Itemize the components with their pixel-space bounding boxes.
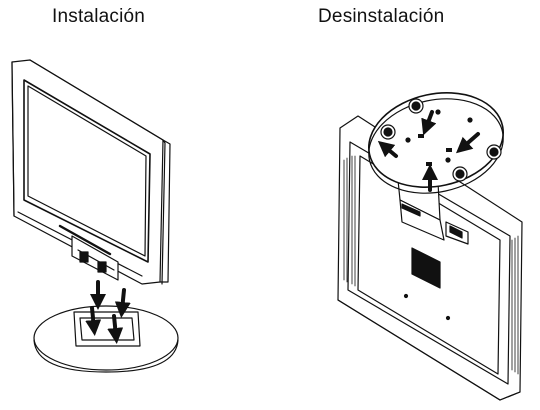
arrow-down-icon (107, 314, 124, 344)
monitor-stand-neck (71, 235, 119, 281)
uninstallation-figure (337, 92, 523, 401)
stand-base-plate (368, 92, 504, 194)
arrow-left-down-icon (455, 132, 480, 154)
stand-base (33, 305, 179, 373)
arrow-down-icon (421, 110, 437, 136)
arrow-up-left-icon (377, 140, 398, 158)
uninstall-arrows (377, 110, 480, 192)
monitor-back (337, 115, 523, 401)
vent-lines-left (343, 155, 356, 287)
installation-figure (11, 59, 179, 373)
arrow-down-icon (114, 288, 131, 318)
installation-caption: Instalación (52, 6, 146, 27)
vent-lines-right (511, 235, 519, 375)
install-arrows (85, 280, 131, 344)
uninstallation-caption: Desinstalación (318, 6, 445, 27)
arrow-down-icon (85, 306, 102, 336)
